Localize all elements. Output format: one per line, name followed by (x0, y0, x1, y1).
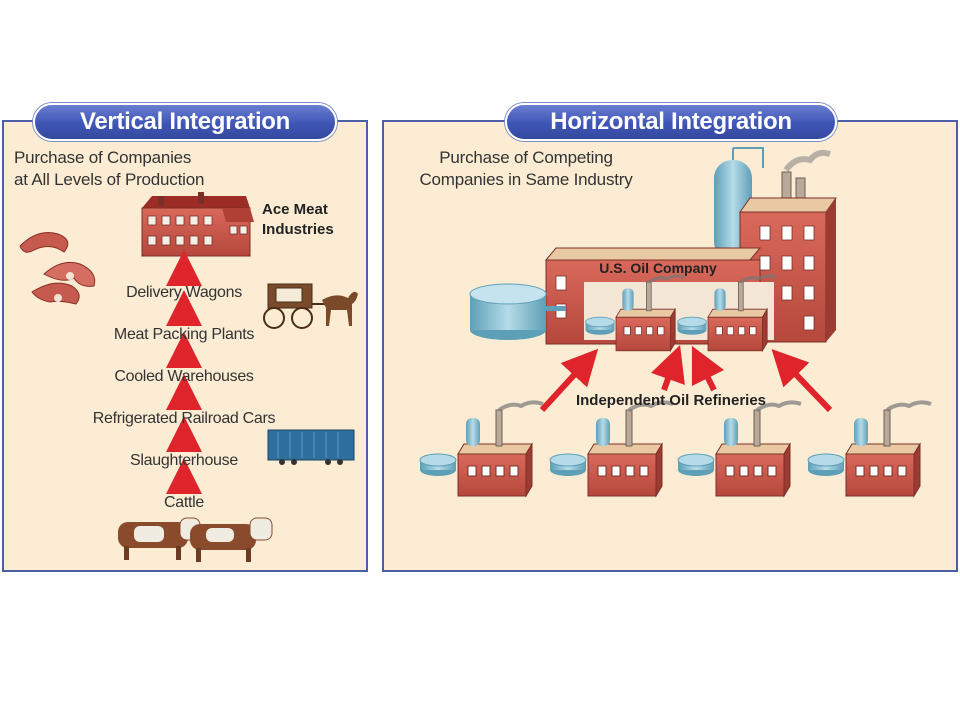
independent-refinery-icon (548, 400, 675, 498)
level-cooled-warehouses: Cooled Warehouses (114, 368, 254, 385)
ace-meat-building-icon (141, 192, 254, 257)
level-delivery-wagons: Delivery Wagons (126, 284, 242, 301)
level-meat-packing-plants: Meat Packing Plants (113, 326, 255, 343)
ace-meat-label: Ace Meat Industries (262, 200, 334, 240)
independent-refineries-label: Independent Oil Refineries (575, 392, 767, 409)
level-slaughterhouse: Slaughterhouse (130, 452, 238, 469)
us-oil-company-label: U.S. Oil Company (599, 260, 717, 276)
meat-cuts-icon (19, 232, 96, 305)
horizontal-arrows (539, 345, 833, 413)
independent-refinery-icon (676, 400, 803, 498)
horizontal-subtitle-line2: Companies in Same Industry (419, 170, 633, 189)
railroad-car-icon (267, 429, 355, 465)
cattle-icon (118, 517, 273, 562)
ace-meat-label-line2: Industries (262, 221, 334, 238)
independent-refinery-icon (418, 400, 545, 498)
vertical-subtitle-line2: at All Levels of Production (14, 170, 205, 189)
storage-tank-icon (469, 283, 566, 340)
vertical-integration-title: Vertical Integration (33, 103, 337, 141)
horizontal-subtitle: Purchase of Competing Companies in Same … (396, 147, 656, 191)
vertical-subtitle-line1: Purchase of Companies (14, 148, 192, 167)
ace-meat-label-line1: Ace Meat (262, 201, 328, 218)
delivery-wagon-icon (263, 283, 358, 329)
vertical-subtitle: Purchase of Companies at All Levels of P… (14, 147, 274, 191)
horizontal-integration-title: Horizontal Integration (505, 103, 837, 141)
level-refrigerated-railroad-cars: Refrigerated Railroad Cars (92, 410, 276, 427)
level-cattle: Cattle (164, 494, 204, 511)
independent-refinery-icon (806, 400, 933, 498)
horizontal-subtitle-line1: Purchase of Competing (439, 148, 613, 167)
